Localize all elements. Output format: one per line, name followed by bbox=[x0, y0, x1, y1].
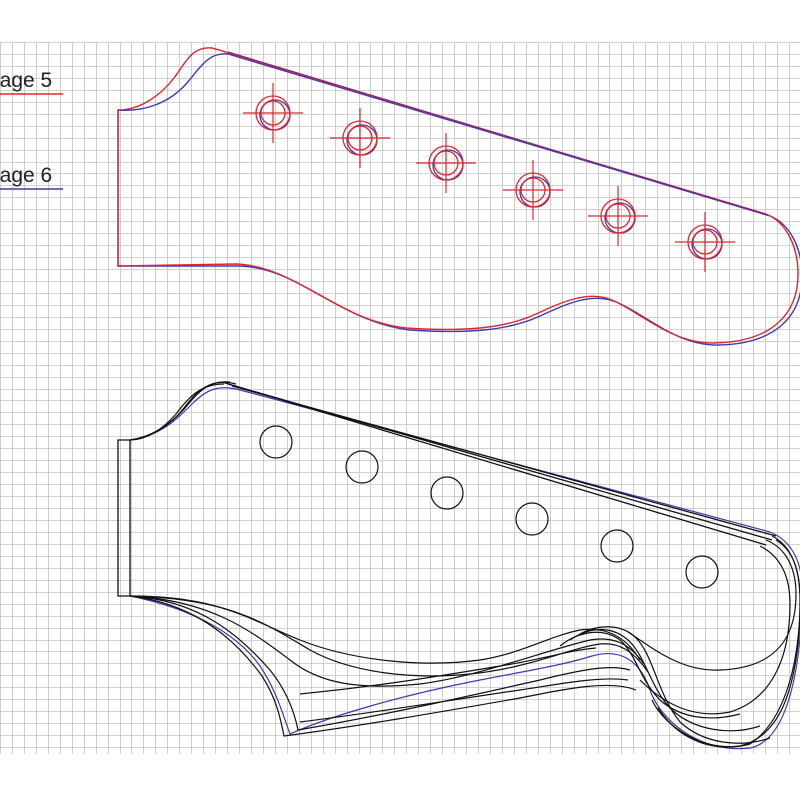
tuner-hole-upper-1 bbox=[243, 83, 303, 143]
tuner-hole-lower-6 bbox=[685, 555, 719, 589]
hole-inner-page-5 bbox=[605, 203, 631, 229]
hole-inner-page-5 bbox=[433, 150, 459, 176]
hole-inner-page-5 bbox=[347, 125, 373, 151]
tuner-hole-upper-6 bbox=[675, 212, 735, 272]
lower-top-edge-trace-2 bbox=[221, 381, 767, 546]
lower-left-curve-trace-1 bbox=[129, 381, 231, 441]
lower-bottom-curve-trace-5 bbox=[129, 595, 649, 677]
tuner-hole-lower-2 bbox=[345, 450, 379, 484]
lower-bottom-curve-trace-2 bbox=[129, 595, 645, 687]
lower-headstock-trace bbox=[117, 381, 800, 750]
hole-inner-page-5 bbox=[692, 229, 718, 255]
tuner-hole-lower-1 bbox=[259, 425, 293, 459]
lower-bump-trace-2 bbox=[569, 629, 761, 732]
lower-right-tip-trace-3 bbox=[639, 545, 791, 715]
headstock-outline-page-5 bbox=[117, 47, 799, 344]
tuner-hole-upper-2 bbox=[330, 108, 390, 168]
lower-bump-trace-3 bbox=[579, 626, 771, 744]
legend-label-page-5: page 5 bbox=[0, 69, 52, 92]
hole-outer-page-5 bbox=[515, 172, 551, 208]
lower-bottom-curve-trace-6 bbox=[299, 647, 597, 695]
legend-label-page-6: page 6 bbox=[0, 164, 52, 187]
lower-bottom-curve-trace-4 bbox=[129, 595, 637, 737]
tuner-hole-upper-5 bbox=[588, 186, 648, 246]
lower-left-curve-trace-3 bbox=[129, 383, 225, 441]
headstock-outline-page-6 bbox=[117, 53, 800, 346]
lower-left-curve-trace-2 bbox=[129, 381, 237, 441]
tuner-hole-upper-4 bbox=[503, 160, 563, 220]
legend: page 5 page 6 bbox=[0, 69, 63, 190]
lower-outline-reference-blue bbox=[129, 387, 800, 750]
hole-outer-page-5 bbox=[342, 120, 378, 156]
lower-bump-trace-1 bbox=[559, 631, 741, 719]
hole-inner-page-5 bbox=[260, 100, 286, 126]
hole-outer-page-5 bbox=[687, 224, 723, 260]
tuner-hole-lower-5 bbox=[600, 529, 634, 563]
graph-paper-grid bbox=[0, 42, 800, 754]
headstock-top-edge-overlap bbox=[227, 51, 769, 216]
hole-outer-page-5 bbox=[255, 95, 291, 131]
lower-right-tip-trace-1 bbox=[627, 539, 797, 671]
upper-headstock-comparison bbox=[117, 47, 800, 346]
lower-right-tip-trace-4 bbox=[657, 539, 800, 748]
lower-top-edge-trace-3 bbox=[231, 385, 777, 537]
lower-nut-block bbox=[117, 439, 131, 597]
tuner-hole-lower-3 bbox=[430, 476, 464, 510]
hole-outer-page-5 bbox=[428, 145, 464, 181]
tuner-hole-lower-4 bbox=[515, 502, 549, 536]
hole-outer-page-5 bbox=[600, 198, 636, 234]
lower-bottom-curve-trace-3 bbox=[129, 595, 631, 731]
tuner-hole-upper-3 bbox=[416, 133, 476, 193]
lower-bottom-curve-trace-7 bbox=[299, 678, 629, 723]
tuner-holes-upper bbox=[243, 83, 735, 272]
hole-inner-page-5 bbox=[520, 177, 546, 203]
tuner-holes-lower bbox=[259, 425, 719, 589]
